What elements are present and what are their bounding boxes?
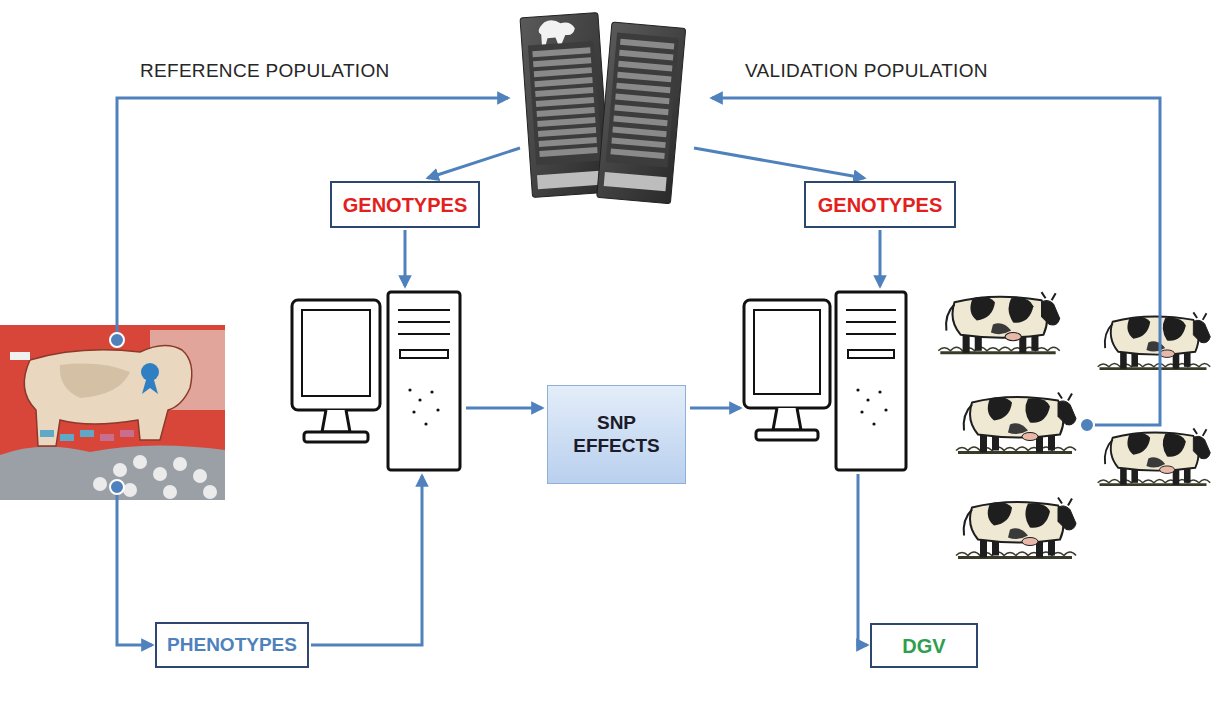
link-dots bbox=[110, 333, 1094, 494]
node-text: PHENOTYPES bbox=[167, 634, 297, 657]
flow-arrows bbox=[117, 98, 1160, 645]
computer-right bbox=[744, 292, 906, 470]
population-label: VALIDATION POPULATION bbox=[745, 60, 988, 82]
cow-herd bbox=[938, 292, 1210, 557]
snp-chip bbox=[520, 13, 686, 204]
computer-left bbox=[292, 292, 460, 470]
snp-effects-box: SNP EFFECTS bbox=[547, 385, 686, 484]
population-label: REFERENCE POPULATION bbox=[140, 60, 390, 82]
phenotype-box: PHENOTYPES bbox=[155, 622, 309, 668]
node-text: GENOTYPES bbox=[343, 193, 467, 217]
genotype-box: GENOTYPES bbox=[330, 181, 480, 228]
dgv-box: DGV bbox=[870, 623, 978, 668]
node-text: SNP EFFECTS bbox=[567, 412, 667, 458]
show-bull-photo bbox=[0, 325, 225, 500]
node-text: GENOTYPES bbox=[818, 193, 942, 217]
genotype-box: GENOTYPES bbox=[804, 181, 956, 228]
node-text: DGV bbox=[902, 634, 945, 658]
